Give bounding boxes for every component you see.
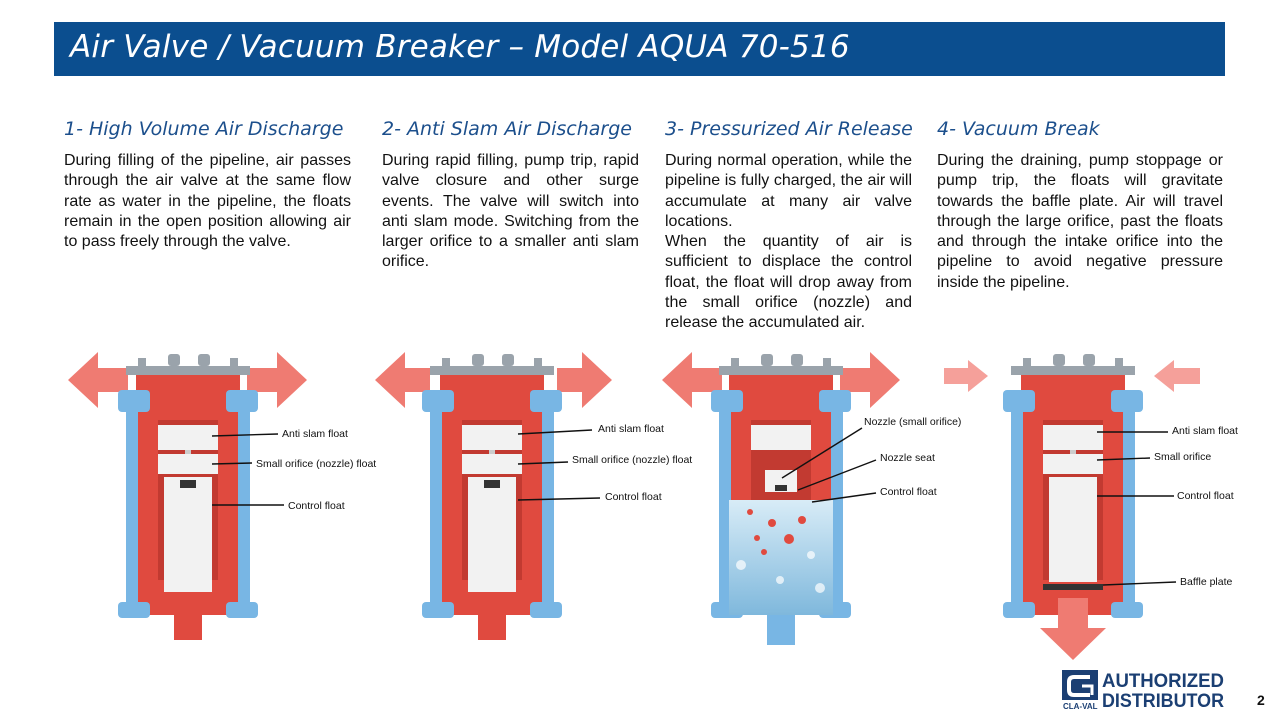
label-anti-slam-float: Anti slam float (1172, 425, 1238, 437)
diagram-3-valve (662, 352, 900, 645)
label-small-orifice-float: Small orifice (nozzle) float (256, 458, 376, 470)
section-vacuum-break: 4- Vacuum Break During the draining, pum… (937, 118, 1223, 293)
section-pressurized-air-release: 3- Pressurized Air Release During normal… (665, 118, 913, 334)
section-text: During the draining, pump stoppage or pu… (937, 152, 1223, 291)
authorized-distributor-logo: CLA-VAL AUTHORIZED DISTRIBUTOR (1062, 670, 1224, 712)
section-text: During filling of the pipeline, air pass… (64, 152, 351, 251)
logo-line-2: DISTRIBUTOR (1102, 691, 1224, 712)
section-high-volume-air-discharge: 1- High Volume Air Discharge During fill… (64, 118, 351, 252)
section-heading: 2- Anti Slam Air Discharge (382, 118, 632, 140)
label-control-float: Control float (1177, 490, 1234, 502)
label-small-orifice: Small orifice (1154, 451, 1211, 463)
section-text: When the quantity of air is sufficient t… (665, 233, 912, 332)
label-control-float: Control float (288, 500, 345, 512)
label-control-float: Control float (880, 486, 937, 498)
section-anti-slam-air-discharge: 2- Anti Slam Air Discharge During rapid … (382, 118, 639, 273)
label-anti-slam-float: Anti slam float (282, 428, 348, 440)
label-anti-slam-float: Anti slam float (598, 423, 664, 435)
section-text: During rapid filling, pump trip, rapid v… (382, 152, 639, 271)
title-banner: Air Valve / Vacuum Breaker – Model AQUA … (54, 22, 1225, 76)
label-baffle-plate: Baffle plate (1180, 576, 1233, 588)
section-heading: 1- High Volume Air Discharge (64, 118, 344, 140)
diagram-2-valve (375, 352, 612, 640)
logo-line-1: AUTHORIZED (1102, 671, 1224, 692)
slide-title: Air Valve / Vacuum Breaker – Model AQUA … (70, 29, 850, 65)
label-nozzle-seat: Nozzle seat (880, 452, 935, 464)
section-heading: 3- Pressurized Air Release (665, 118, 913, 140)
section-text: During normal operation, while the pipel… (665, 152, 912, 230)
page-number: 2 (1257, 692, 1265, 708)
diagram-4-valve (944, 354, 1200, 660)
logo-brand: CLA-VAL (1063, 702, 1098, 711)
label-small-orifice-float: Small orifice (nozzle) float (572, 454, 692, 466)
section-heading: 4- Vacuum Break (937, 118, 1100, 140)
diagram-1-valve (68, 352, 307, 640)
label-control-float: Control float (605, 491, 662, 503)
label-nozzle-small-orifice: Nozzle (small orifice) (864, 416, 961, 428)
valve-diagrams: Anti slam float Small orifice (nozzle) f… (68, 352, 1238, 660)
water-fill (729, 500, 833, 615)
